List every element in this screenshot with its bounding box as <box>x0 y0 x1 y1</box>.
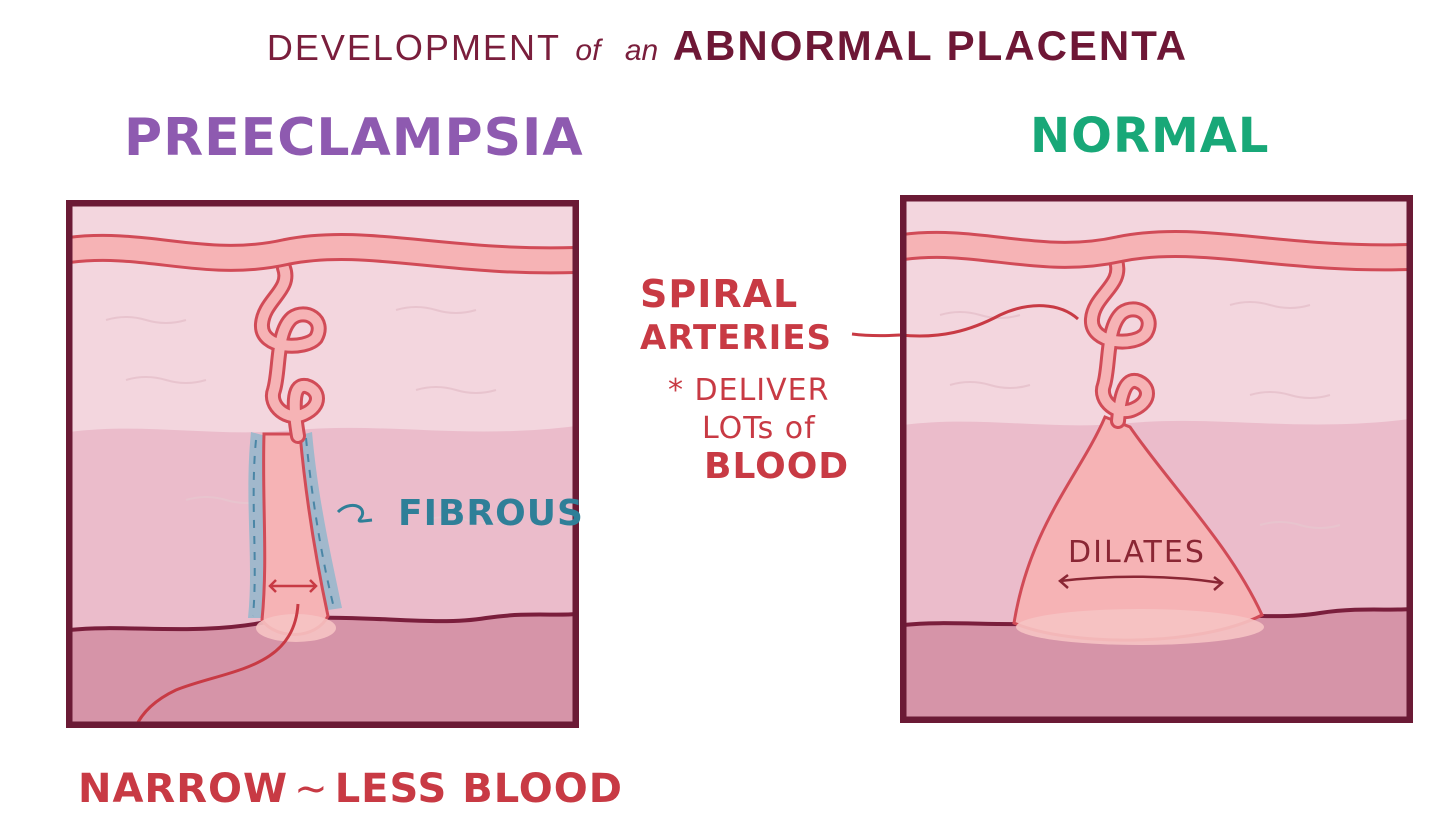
lower-tissue-layer <box>903 609 1410 720</box>
spiral-artery <box>1087 256 1154 426</box>
fibrous-wall-right <box>298 432 342 610</box>
narrow-less-blood-label: NARROW~LESS BLOOD <box>78 766 623 812</box>
normal-panel <box>900 195 1413 723</box>
note-line2: LOTs of <box>702 411 816 446</box>
dilates-arrow <box>1059 575 1223 585</box>
spiral-artery <box>257 263 324 441</box>
layer-boundary <box>68 612 577 632</box>
less-blood-text: LESS BLOOD <box>334 766 624 812</box>
spiral-label-line2: ARTERIES <box>640 318 832 358</box>
preeclampsia-panel <box>66 200 579 728</box>
spiral-pointer-stub <box>851 332 901 338</box>
normal-label: NORMAL <box>1030 108 1270 164</box>
fibrous-wall-left <box>248 432 266 618</box>
title-abnormal-placenta: ABNORMAL PLACENTA <box>672 22 1189 69</box>
preeclampsia-illustration <box>66 200 579 728</box>
note-line1: * DELIVER <box>668 373 830 408</box>
spiral-label-line1: SPIRAL <box>640 272 799 316</box>
normal-illustration <box>900 195 1413 723</box>
dilates-label: DILATES <box>1068 535 1206 570</box>
narrow-text: NARROW <box>78 766 289 812</box>
panel-frame <box>900 195 1413 723</box>
tilde-text: ~ <box>294 766 329 812</box>
tissue-texture <box>939 301 1341 529</box>
diagram-title: DEVELOPMENT of an ABNORMAL PLACENTA <box>0 22 1455 70</box>
preeclampsia-label: PREECLAMPSIA <box>124 108 584 168</box>
fibrous-label: FIBROUS <box>398 493 584 534</box>
lower-tissue-layer <box>69 614 576 725</box>
deliver-blood-note: * DELIVER LOTs of BLOOD <box>668 372 849 486</box>
title-an: an <box>624 34 659 67</box>
fibrous-pointer <box>336 503 373 523</box>
spiral-pointer-line <box>900 304 1079 338</box>
radial-artery <box>66 236 579 272</box>
spiral-arteries-label: SPIRAL ARTERIES <box>640 272 832 360</box>
panel-frame <box>66 200 579 728</box>
narrow-pointer-line <box>133 603 300 728</box>
radial-artery <box>900 233 1413 269</box>
note-line3: BLOOD <box>704 446 850 487</box>
title-development: DEVELOPMENT <box>266 27 561 68</box>
tissue-texture <box>105 306 507 524</box>
title-of: of <box>575 34 601 67</box>
